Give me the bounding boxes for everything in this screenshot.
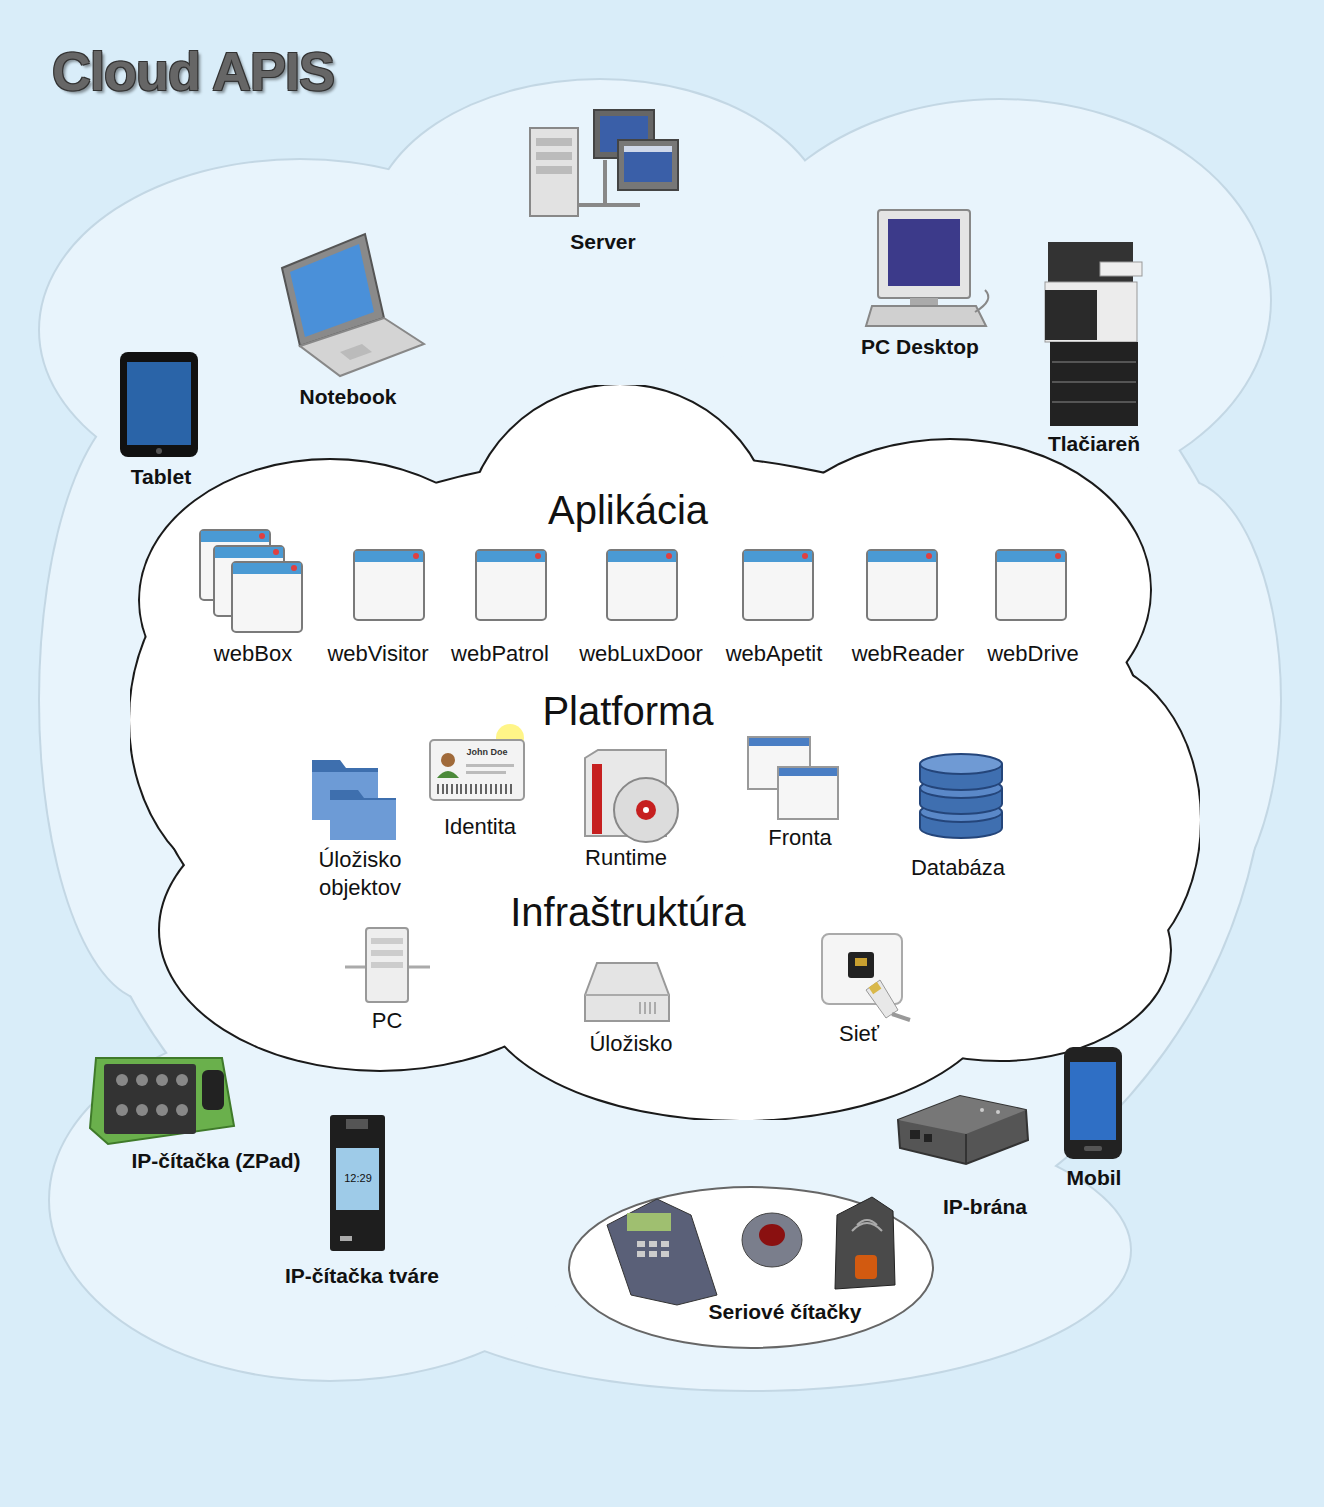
node-label: Identita xyxy=(444,814,516,840)
section-heading-slot: Infraštruktúra xyxy=(510,890,746,935)
node-label: webPatrol xyxy=(451,641,549,667)
zpad-reader-icon xyxy=(90,1058,234,1144)
node-label: Runtime xyxy=(585,845,667,871)
node-label: Úložisko xyxy=(589,1031,672,1057)
disk-icon xyxy=(585,963,669,1021)
node-label: webDrive xyxy=(987,641,1079,667)
desktop-icon xyxy=(866,210,988,326)
device-label: webDrive xyxy=(987,641,1079,667)
node-label: webReader xyxy=(852,641,965,667)
fingerprint-reader xyxy=(742,1213,802,1267)
node-label: webLuxDoor xyxy=(579,641,703,667)
node-label: Fronta xyxy=(768,825,832,851)
node-label: Server xyxy=(570,230,635,254)
ip-gateway-icon xyxy=(898,1096,1028,1164)
node-label: IP-brána xyxy=(943,1195,1027,1219)
database-icon xyxy=(920,754,1002,838)
face-reader-icon xyxy=(330,1115,385,1251)
diagram-title: Cloud APIS xyxy=(52,40,334,102)
device-label: Runtime xyxy=(585,845,667,871)
node-label: IP-čítačka tváre xyxy=(285,1264,439,1288)
section-heading: Platforma xyxy=(542,689,713,734)
serial-readers-ellipse xyxy=(567,1185,935,1350)
runtime-icon xyxy=(585,750,678,842)
device-label: PC xyxy=(372,1008,403,1034)
device-label: Úložisko xyxy=(589,1031,672,1057)
device-label: Notebook xyxy=(300,385,397,409)
device-label: Tablet xyxy=(131,465,191,489)
node-label: Tablet xyxy=(131,465,191,489)
device-label: webBox xyxy=(214,641,292,667)
device-label: IP-čítačka (ZPad) xyxy=(131,1149,300,1173)
node-label: webVisitor xyxy=(327,641,428,667)
card-reader xyxy=(835,1197,895,1289)
node-label: Tlačiareň xyxy=(1048,432,1140,456)
hand-reader xyxy=(607,1199,717,1305)
node-label: Seriové čítačky xyxy=(709,1300,862,1324)
device-label: Tlačiareň xyxy=(1048,432,1140,456)
section-heading: Aplikácia xyxy=(548,488,708,533)
device-label: webLuxDoor xyxy=(579,641,703,667)
outer-cloud-fill xyxy=(40,80,1280,1390)
section-heading-slot: Platforma xyxy=(542,689,713,734)
section-heading-slot: Aplikácia xyxy=(548,488,708,533)
printer-icon xyxy=(1045,242,1142,426)
device-label: Server xyxy=(570,230,635,254)
node-label: PC Desktop xyxy=(861,335,979,359)
device-label: Databáza xyxy=(911,855,1005,881)
device-label: IP-brána xyxy=(943,1195,1027,1219)
device-label: Sieť xyxy=(839,1021,879,1047)
section-heading: Infraštruktúra xyxy=(510,890,746,935)
node-label: Mobil xyxy=(1067,1166,1122,1190)
device-label: Identita xyxy=(444,814,516,840)
device-screen-text: 12:29 xyxy=(344,1172,372,1184)
device-label: IP-čítačka tváre xyxy=(285,1264,439,1288)
node-label: webBox xyxy=(214,641,292,667)
device-label: Fronta xyxy=(768,825,832,851)
serial-readers-group: Seriové čítačky xyxy=(567,1185,935,1350)
outer-cloud-outline xyxy=(40,80,1280,1390)
device-label: Úložisko objektov xyxy=(290,846,430,902)
device-label: webApetit xyxy=(726,641,823,667)
device-screen-text: John Doe xyxy=(466,747,507,757)
node-label: Sieť xyxy=(839,1021,879,1047)
node-label: Databáza xyxy=(911,855,1005,881)
node-label: IP-čítačka (ZPad) xyxy=(131,1149,300,1173)
group-label-slot: Seriové čítačky xyxy=(709,1300,862,1324)
notebook-icon xyxy=(282,234,424,376)
mobile-icon xyxy=(1064,1047,1122,1159)
tablet-icon xyxy=(120,352,198,457)
device-label: PC Desktop xyxy=(861,335,979,359)
device-label: webReader xyxy=(852,641,965,667)
device-label: Mobil xyxy=(1067,1166,1122,1190)
node-label: webApetit xyxy=(726,641,823,667)
node-label: Notebook xyxy=(300,385,397,409)
node-label: PC xyxy=(372,1008,403,1034)
node-label: Úložisko objektov xyxy=(290,846,430,902)
device-label: webVisitor xyxy=(327,641,428,667)
server-icon xyxy=(530,110,678,216)
device-label: webPatrol xyxy=(451,641,549,667)
